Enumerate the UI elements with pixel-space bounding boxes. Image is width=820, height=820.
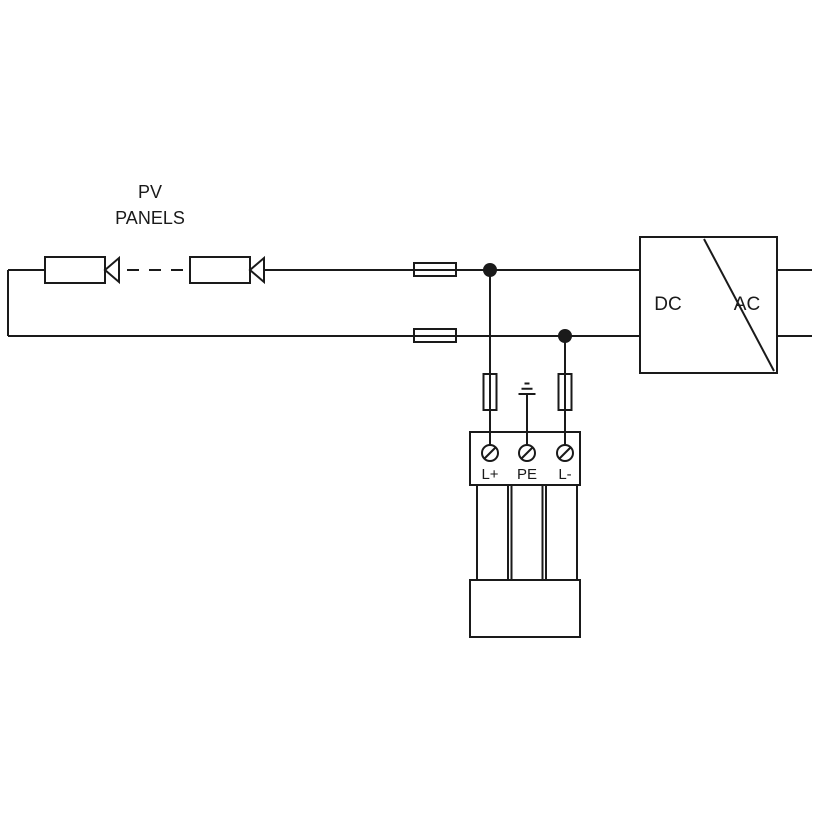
inverter-dc-ac-symbol: DC AC bbox=[639, 236, 778, 374]
pv-panel-arrow-icon bbox=[248, 255, 265, 285]
screw-terminal-icon bbox=[556, 444, 574, 462]
fuse-symbol-lminus bbox=[557, 373, 573, 411]
terminal-slash-pe bbox=[520, 446, 534, 460]
inverter-diagonal-divider bbox=[703, 238, 775, 372]
pv-panel-symbol bbox=[44, 255, 120, 285]
inverter-dc-label: DC bbox=[654, 294, 681, 315]
inverter-box bbox=[639, 236, 778, 374]
spd-base bbox=[469, 579, 581, 638]
terminal-label-lplus: L+ bbox=[481, 466, 498, 483]
pv-panel-arrow-icon bbox=[103, 255, 120, 285]
screw-terminal-icon bbox=[481, 444, 499, 462]
terminal-label-lminus: L- bbox=[558, 466, 571, 483]
spd-module bbox=[545, 484, 578, 581]
pv-panels-label-line1: PV bbox=[138, 182, 162, 202]
terminal-slash-lminus bbox=[558, 446, 572, 460]
spd-device: L+ PE L- bbox=[469, 431, 581, 638]
screw-terminal-icon bbox=[518, 444, 536, 462]
pv-panel-body bbox=[189, 256, 251, 284]
spd-module bbox=[476, 484, 509, 581]
pv-panel-body bbox=[44, 256, 106, 284]
pv-panel-symbol bbox=[189, 255, 265, 285]
inverter-ac-label: AC bbox=[734, 294, 760, 315]
fuse-symbol-lplus bbox=[482, 373, 498, 411]
terminal-label-pe: PE bbox=[517, 466, 537, 483]
terminal-slash-lplus bbox=[483, 446, 497, 460]
pv-panels-label-line2: PANELS bbox=[115, 208, 185, 228]
fuse-symbol-bottom bbox=[413, 328, 457, 343]
fuse-symbol-top bbox=[413, 262, 457, 277]
spd-module bbox=[510, 484, 544, 581]
earth-ground-symbol bbox=[518, 382, 536, 395]
